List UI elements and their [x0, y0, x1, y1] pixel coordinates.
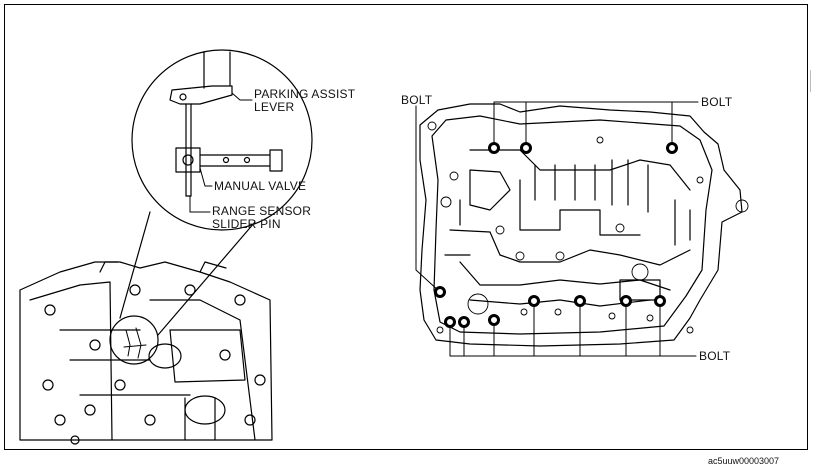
valve-body	[419, 103, 743, 347]
leader-manual-valve	[199, 167, 213, 187]
zoom-leader-right	[157, 221, 256, 336]
detail-circle	[109, 315, 159, 365]
label-bolt-left: BOLT	[401, 93, 433, 107]
leader-parking-assist-lever	[231, 92, 253, 101]
label-line: RANGE SENSOR	[212, 204, 312, 218]
zoom-leader-left	[119, 211, 151, 319]
label-line: LEVER	[254, 100, 295, 114]
figure-code: ac5uuw00003007	[708, 456, 780, 466]
housing-bolts	[42, 284, 266, 445]
label-bolt-bottom-right: BOLT	[699, 349, 731, 363]
scrollbar-tick	[810, 70, 811, 92]
leader-range-sensor-slider-pin	[189, 195, 211, 213]
label-range-sensor-slider-pin: RANGE SENSOR SLIDER PIN	[212, 205, 311, 231]
transmission-housing	[19, 261, 273, 441]
valve-body-holes	[427, 121, 749, 334]
label-line: SLIDER PIN	[212, 217, 281, 231]
label-parking-assist-lever: PARKING ASSIST LEVER	[254, 88, 355, 114]
bolt-leaders	[415, 101, 699, 357]
removal-bolts	[434, 142, 678, 328]
label-line: PARKING ASSIST	[254, 87, 356, 101]
magnified-detail-circle	[131, 49, 313, 231]
label-manual-valve: MANUAL VALVE	[214, 179, 307, 193]
figure-frame	[4, 4, 808, 450]
label-bolt-top-right: BOLT	[701, 95, 733, 109]
manual-valve-assembly	[169, 51, 283, 197]
